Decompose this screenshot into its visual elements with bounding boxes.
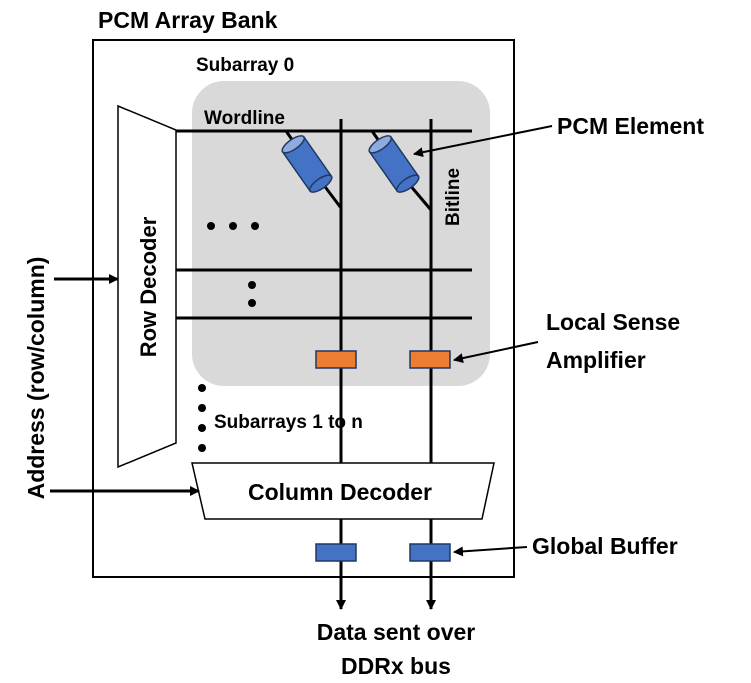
bitline-label: Bitline	[443, 168, 464, 226]
pcm-element-0	[281, 130, 343, 209]
output-lines	[336, 519, 436, 610]
global-buffer-1	[409, 543, 451, 562]
ellipsis-dots-subarrays	[198, 384, 206, 452]
row-decoder	[117, 104, 177, 469]
bitlines	[339, 119, 433, 467]
pcm-element-label: PCM Element	[557, 113, 704, 139]
local-sense-label-line2: Amplifier	[546, 347, 646, 373]
sense-amp-1	[409, 350, 451, 369]
pcm-element-arrow	[413, 125, 553, 158]
row-decoder-label: Row Decoder	[136, 216, 161, 357]
bank-title: PCM Array Bank	[98, 7, 278, 33]
local-sense-label-line1: Local Sense	[546, 309, 680, 335]
bank-outline	[92, 39, 515, 578]
ellipsis-dots-vertical	[248, 281, 256, 307]
global-buffer-label: Global Buffer	[532, 533, 678, 559]
address-label: Address (row/column)	[23, 257, 49, 500]
output-label-line1: Data sent over	[317, 619, 476, 645]
ellipsis-dots-horizontal	[207, 222, 259, 230]
subarray-0-label: Subarray 0	[196, 55, 294, 76]
global-buffer-arrow	[453, 546, 528, 557]
column-decoder	[191, 462, 495, 520]
global-buffer-0	[315, 543, 357, 562]
wordline-label: Wordline	[204, 108, 285, 129]
subarrays-label: Subarrays 1 to n	[214, 412, 363, 433]
output-label-line2: DDRx bus	[341, 653, 451, 679]
wordlines	[176, 129, 472, 320]
sense-amp-arrow	[453, 341, 539, 364]
sense-amp-0	[315, 350, 357, 369]
pcm-element-1	[368, 130, 433, 211]
column-decoder-label: Column Decoder	[248, 479, 432, 505]
